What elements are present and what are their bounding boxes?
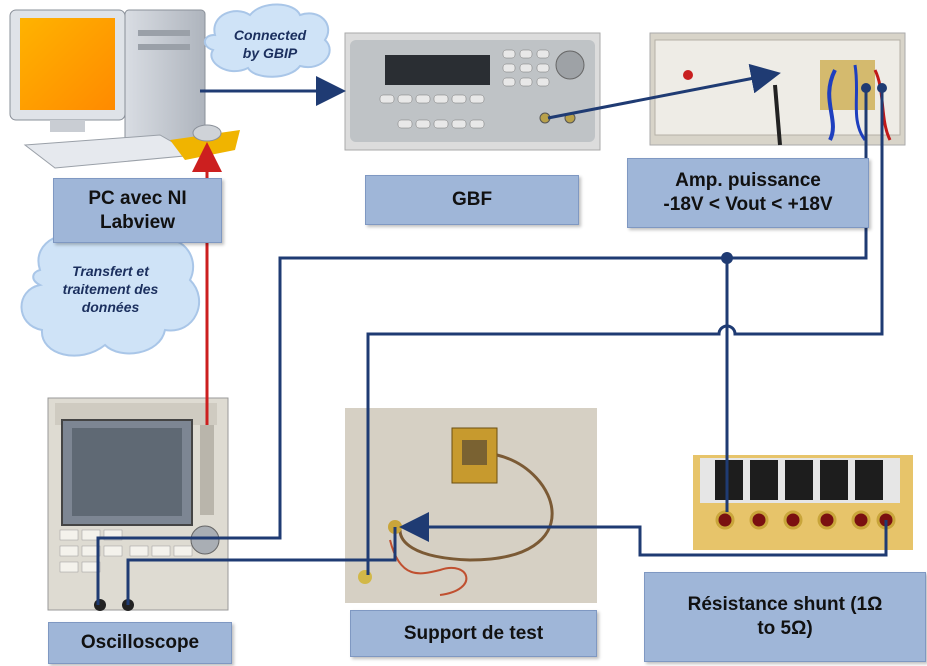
signal-wires — [96, 63, 888, 605]
power-amplifier-photo — [649, 32, 906, 146]
gbf-label: GBF — [365, 175, 579, 225]
cloud-transfer-text: Transfert et traitement des données — [62, 263, 159, 316]
cloud-gbip — [204, 3, 331, 78]
cloud-gbip-text: Connected by GBIP — [233, 27, 307, 62]
wire-junctions — [721, 83, 887, 264]
oscilloscope-label: Oscilloscope — [48, 622, 232, 664]
gbf-generator-photo — [344, 32, 601, 151]
pc-computer-icon — [9, 9, 240, 169]
oscilloscope-photo — [47, 397, 229, 611]
shunt-label: Résistance shunt (1Ω to 5Ω) — [644, 572, 926, 662]
support-label: Support de test — [350, 610, 597, 657]
test-support-photo — [345, 408, 597, 603]
pc-label: PC avec NI Labview — [53, 178, 222, 243]
shunt-resistor-photo — [693, 455, 913, 550]
amp-label: Amp. puissance -18V < Vout < +18V — [627, 158, 869, 228]
